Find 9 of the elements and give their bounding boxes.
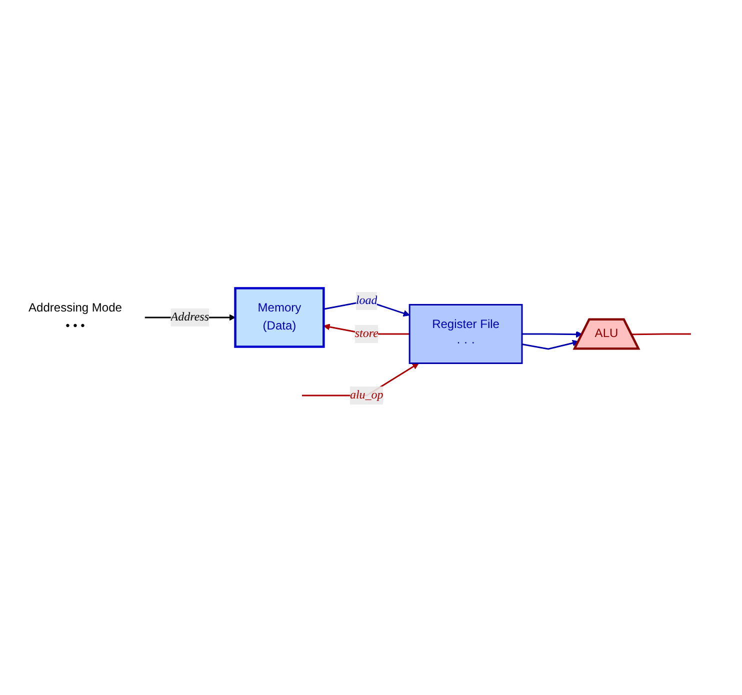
arrow bbox=[522, 340, 579, 350]
node-box: Register File · · · bbox=[408, 304, 523, 364]
edge-label: load bbox=[356, 294, 378, 307]
edge-label: store bbox=[354, 327, 378, 340]
node-box: Memory (Data) bbox=[234, 287, 325, 348]
node-text: Addressing Mode • • • bbox=[28, 302, 122, 332]
connector bbox=[631, 333, 691, 336]
arrow bbox=[522, 331, 583, 338]
edge-label: alu_op bbox=[350, 388, 384, 402]
